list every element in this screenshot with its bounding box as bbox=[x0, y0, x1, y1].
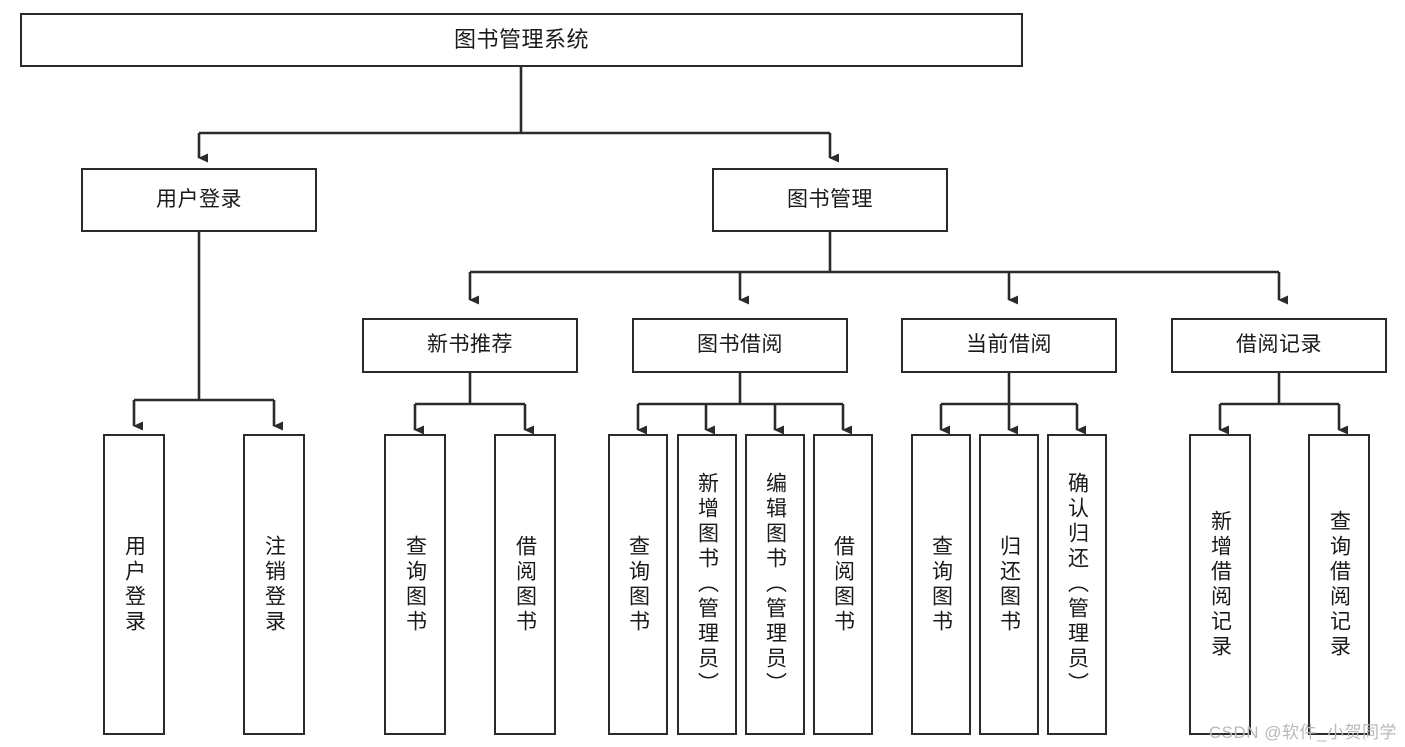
leaf-query-book-current[interactable]: 查询图书 bbox=[911, 434, 971, 735]
leaf-add-borrow-record[interactable]: 新增借阅记录 bbox=[1189, 434, 1251, 735]
node-label: 新书推荐 bbox=[427, 333, 513, 357]
node-label: 查询图书 bbox=[929, 534, 953, 635]
leaf-return-book[interactable]: 归还图书 bbox=[979, 434, 1039, 735]
node-label: 用户登录 bbox=[122, 534, 146, 635]
node-label: 归还图书 bbox=[997, 534, 1021, 635]
node-label: 查询图书 bbox=[626, 534, 650, 635]
leaf-add-book[interactable]: 新增图书（管理员） bbox=[677, 434, 737, 735]
node-root-book-management-system[interactable]: 图书管理系统 bbox=[20, 13, 1023, 67]
watermark-csdn: CSDN @软件_小贺同学 bbox=[1208, 723, 1397, 742]
leaf-logout-login[interactable]: 注销登录 bbox=[243, 434, 305, 735]
node-label: 编辑图书（管理员） bbox=[763, 472, 787, 697]
node-label: 查询借阅记录 bbox=[1327, 509, 1351, 660]
node-book-borrow[interactable]: 图书借阅 bbox=[632, 318, 848, 373]
node-label: 注销登录 bbox=[262, 534, 286, 635]
node-label: 借阅记录 bbox=[1236, 333, 1322, 357]
node-current-borrow[interactable]: 当前借阅 bbox=[901, 318, 1117, 373]
node-label: 当前借阅 bbox=[966, 333, 1052, 357]
node-label: 查询图书 bbox=[403, 534, 427, 635]
node-label: 图书借阅 bbox=[697, 333, 783, 357]
leaf-borrow-book-borrow[interactable]: 借阅图书 bbox=[813, 434, 873, 735]
leaf-borrow-book-recommend[interactable]: 借阅图书 bbox=[494, 434, 556, 735]
node-new-book-recommend[interactable]: 新书推荐 bbox=[362, 318, 578, 373]
node-label: 图书管理系统 bbox=[453, 27, 589, 53]
node-label: 用户登录 bbox=[156, 187, 242, 211]
node-book-management[interactable]: 图书管理 bbox=[712, 168, 948, 232]
leaf-confirm-return[interactable]: 确认归还（管理员） bbox=[1047, 434, 1107, 735]
leaf-query-borrow-record[interactable]: 查询借阅记录 bbox=[1308, 434, 1370, 735]
node-label: 图书管理 bbox=[787, 187, 873, 211]
node-user-login[interactable]: 用户登录 bbox=[81, 168, 317, 232]
node-label: 确认归还（管理员） bbox=[1065, 472, 1089, 697]
node-label: 借阅图书 bbox=[513, 534, 537, 635]
leaf-query-book-borrow[interactable]: 查询图书 bbox=[608, 434, 668, 735]
node-label: 新增图书（管理员） bbox=[695, 472, 719, 697]
leaf-query-book-recommend[interactable]: 查询图书 bbox=[384, 434, 446, 735]
leaf-edit-book[interactable]: 编辑图书（管理员） bbox=[745, 434, 805, 735]
node-label: 借阅图书 bbox=[831, 534, 855, 635]
leaf-user-login[interactable]: 用户登录 bbox=[103, 434, 165, 735]
node-label: 新增借阅记录 bbox=[1208, 509, 1232, 660]
node-borrow-record[interactable]: 借阅记录 bbox=[1171, 318, 1387, 373]
